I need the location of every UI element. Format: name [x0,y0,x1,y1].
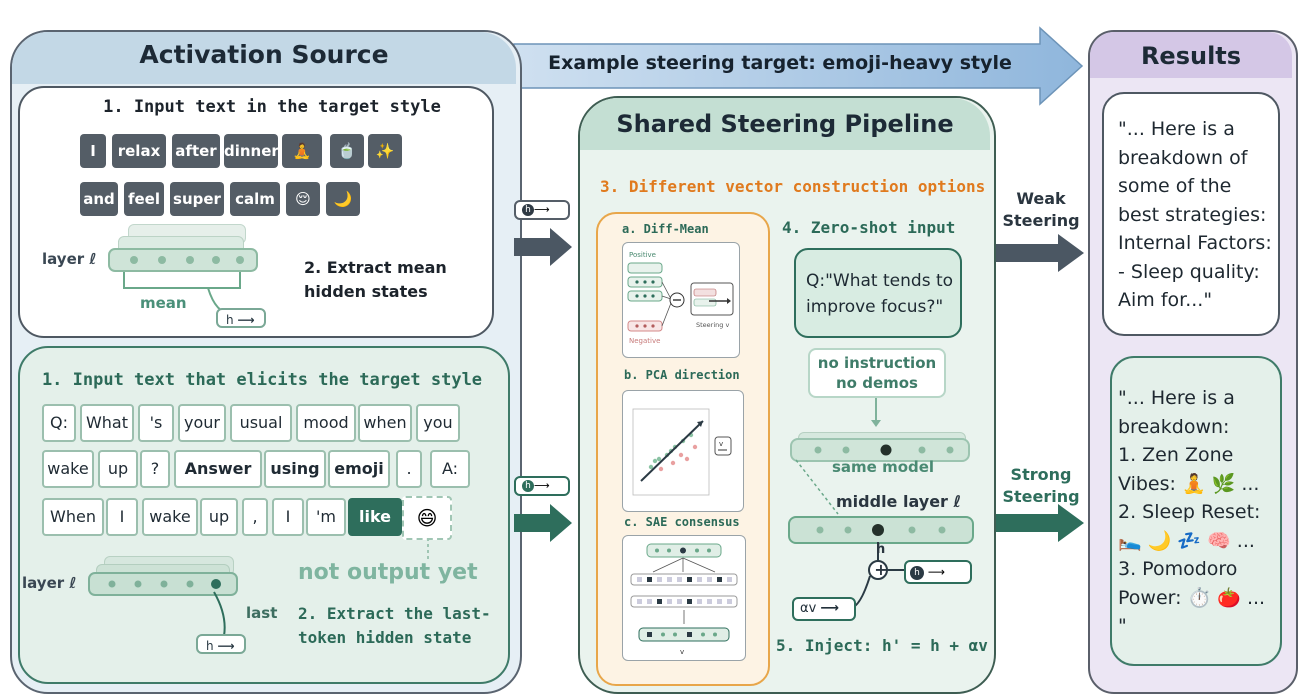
token: ? [140,450,170,488]
placeholder-emoji-token: 😄 [402,496,452,540]
dashed-connector [427,538,429,560]
layer-bar [108,248,258,272]
elicit-step1: 1. Input text that elicits the target st… [41,370,483,390]
activation-source-title: Activation Source [139,40,389,69]
mean-h-pill: h ⟶ [216,308,266,328]
pca-figure: v [622,390,744,512]
inject-h-pill: h ⟶ [904,560,972,584]
token: . [396,450,422,488]
token: 'm [306,498,346,536]
lower-arrow [514,504,572,542]
token: I [80,134,106,168]
token: using [264,450,326,488]
weak-result-text: "... Here is a breakdown of some of the … [1118,118,1272,311]
middle-layer-label: middle layer ℓ [836,492,962,511]
token: 🌙 [326,182,360,216]
positive-label: Positive [629,251,656,259]
token: Answer [174,450,262,488]
sae-label: c. SAE consensus [624,515,740,529]
token: when [358,404,412,442]
token: up [200,498,238,536]
strong-result-text: "... Here is a breakdown: 1. Zen Zone Vi… [1118,387,1266,637]
pipeline-step5: 5. Inject: h' = h + αv [776,636,988,655]
middle-layer-bar [788,516,974,544]
token: 🧘 [282,134,322,168]
token: up [98,450,138,488]
results-header [1090,32,1292,78]
token: after [172,134,220,168]
diff-mean-label: a. Diff-Mean [622,222,709,236]
token: When [42,498,104,536]
banner-text: Example steering target: emoji-heavy sty… [548,52,1012,74]
question-box: Q:"What tends to improve focus?" [794,248,962,338]
negative-label: Negative [629,337,660,345]
token: dinner [224,134,279,168]
sae-v-label: v [680,648,684,656]
results-title: Results [1140,42,1242,70]
alpha-v-pill: αv ⟶ [792,597,856,621]
token: and [80,182,118,216]
pipeline-title: Shared Steering Pipeline [616,110,954,138]
sae-figure: v [622,535,746,661]
pipeline-step3: 3. Different vector construction options [600,177,986,196]
instruction-down-arrow [871,398,881,427]
no-instruction-box: no instruction no demos [808,348,946,398]
elicit-layer-label: layer ℓ [22,574,77,592]
token: I [272,498,304,536]
strong-arrow [996,504,1084,542]
token: wake [142,498,198,536]
token: 😌 [286,182,320,216]
last-h-pill: h ⟶ [196,634,246,654]
token: your [178,404,226,442]
token: emoji [328,450,390,488]
token: wake [42,450,94,488]
upper-h-pill: h⟶ [514,200,570,220]
token: you [416,404,460,442]
banner-arrow [513,26,1084,106]
token: ✨ [368,134,402,168]
weak-steering-label: Weak Steering [1002,189,1080,230]
not-output-yet: not output yet [298,560,478,585]
token: calm [230,182,280,216]
token: mood [296,404,356,442]
h-wire-label: h [876,542,886,557]
token: A: [430,450,470,488]
token: Q: [42,404,76,442]
strong-result-box [1110,356,1282,666]
diff-mean-figure: Positive Negative Steering v [622,242,740,358]
pipeline-header [580,98,990,150]
pipeline-step4: 4. Zero-shot input [782,218,956,237]
token: relax [112,134,166,168]
token: 🍵 [330,134,364,168]
weak-arrow [996,234,1084,272]
model-stack [790,438,970,462]
mean-label: mean [140,294,187,312]
upper-arrow [514,228,572,266]
token: usual [230,404,292,442]
lower-h-pill: h⟶ [514,476,570,496]
last-label: last [246,604,278,622]
token: What [80,404,134,442]
same-model-label: same model [832,458,935,476]
weak-result-box [1102,92,1280,336]
plus-sign: + [874,560,888,579]
elicit-step2: 2. Extract the last- token hidden state [298,604,491,647]
token: super [170,182,224,216]
pca-label: b. PCA direction [624,368,740,382]
activation-source-header [12,32,516,84]
token: , [242,498,268,536]
elicit-layer-bar [88,572,238,596]
token: 's [138,404,174,442]
style-step2: 2. Extract mean hidden states [304,258,447,301]
token: feel [124,182,164,216]
token: like [348,498,402,536]
style-step1: 1. Input text in the target style [103,97,441,117]
steering-v-label: Steering v [696,321,729,329]
pca-v-label: v [719,440,723,448]
layer-label: layer ℓ [42,250,97,268]
token: I [106,498,138,536]
strong-steering-label: Strong Steering [1002,465,1080,506]
